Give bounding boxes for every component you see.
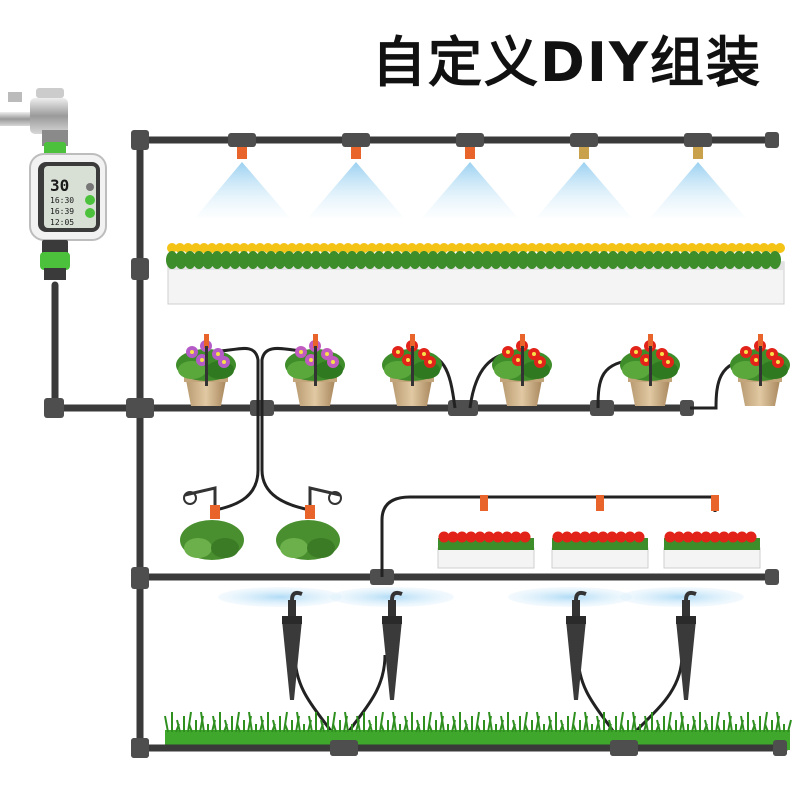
misting-nozzle	[195, 133, 290, 218]
flower-pot	[492, 334, 552, 406]
misting-nozzle	[308, 133, 404, 218]
planter-box	[551, 531, 649, 569]
sprinkler-stake	[382, 590, 403, 700]
misting-nozzle	[422, 133, 518, 218]
sprinkler-mist	[218, 587, 744, 607]
flower-pot	[730, 334, 790, 406]
timer-row3: 12:05	[50, 218, 74, 227]
sprinkler-stake	[282, 590, 303, 700]
hanging-basket	[276, 486, 342, 560]
page-title: 自定义DIY组装	[372, 31, 763, 94]
pipe-fittings	[44, 130, 787, 758]
misting-row	[195, 133, 746, 218]
drip-lines-hanging	[214, 408, 311, 512]
planter-box	[437, 531, 535, 569]
hanging-basket	[180, 486, 244, 560]
misting-nozzle	[650, 133, 746, 218]
timer-device	[29, 142, 107, 280]
misting-nozzle	[536, 133, 632, 218]
bottom-fittings	[131, 738, 787, 758]
sprinkler-stake	[676, 590, 697, 700]
planter-box	[166, 243, 785, 305]
flower-pot	[176, 334, 236, 406]
flower-pot	[285, 334, 345, 406]
planter-drippers	[480, 495, 719, 511]
timer-row1: 16:30	[50, 196, 74, 205]
flower-pot	[382, 334, 442, 406]
grass-strip	[164, 711, 792, 750]
planter-box	[663, 531, 761, 569]
timer-row2: 16:39	[50, 207, 74, 216]
sprinkler-stake	[566, 590, 587, 700]
drip-line-planters	[380, 495, 717, 577]
timer-screen-text: 30 16:30 16:39 12:05	[50, 176, 74, 227]
timer-big-readout: 30	[50, 176, 69, 195]
flower-pot	[620, 334, 680, 406]
faucet-icon	[0, 88, 68, 146]
main-pipe-network	[51, 136, 789, 752]
